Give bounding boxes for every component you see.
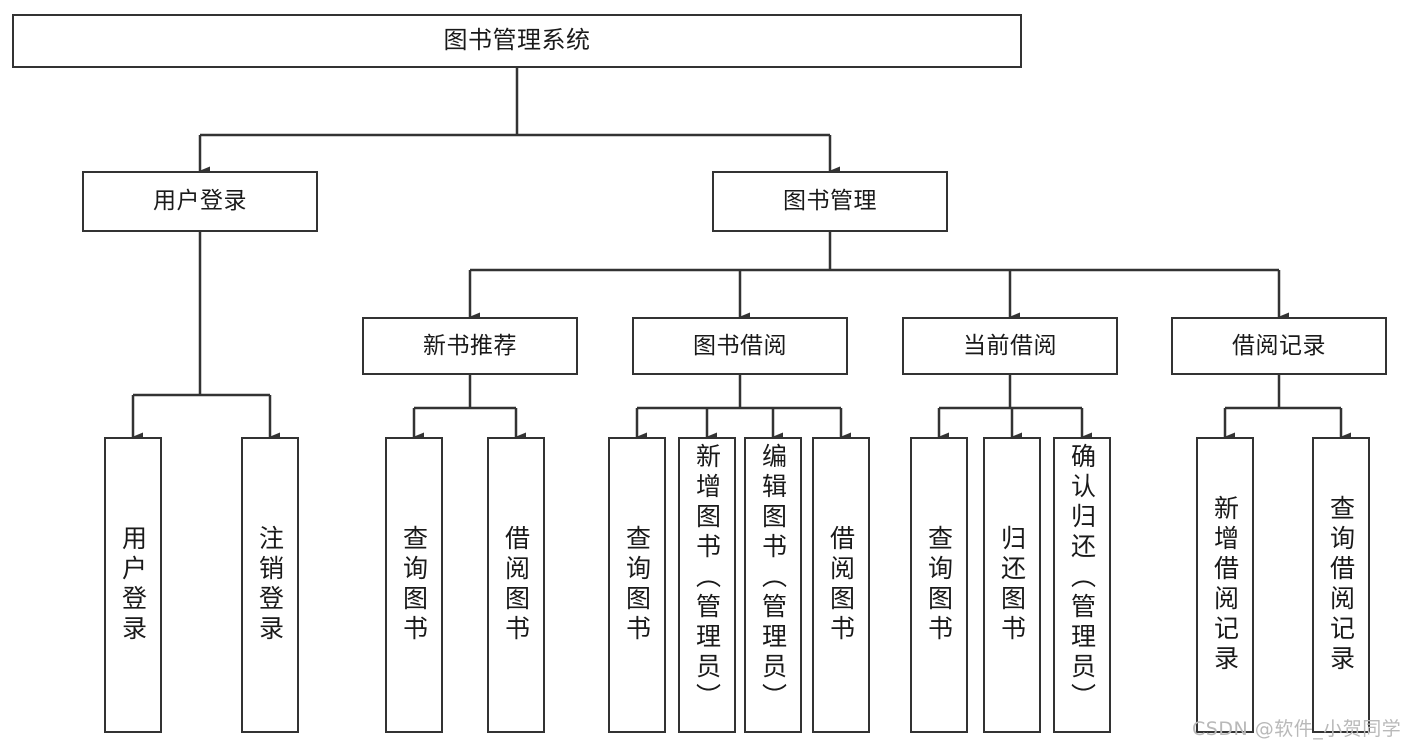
node-label: 查询图书 [622,525,652,645]
node-label: 图书管理系统 [443,26,591,55]
node-leaf-user-login[interactable]: 用户登录 [104,437,162,733]
node-leaf-edit-book[interactable]: 编辑图书（管理员） [744,437,802,733]
node-leaf-borrow-book-1[interactable]: 借阅图书 [487,437,545,733]
node-current-borrow[interactable]: 当前借阅 [902,317,1118,375]
node-label: 归还图书 [997,525,1027,645]
watermark-text: CSDN @软件_小贺同学 [1192,718,1402,740]
node-label: 借阅图书 [826,525,856,645]
node-user-login[interactable]: 用户登录 [82,171,318,232]
node-book-manage[interactable]: 图书管理 [712,171,948,232]
node-label: 图书管理 [783,188,877,215]
node-label: 查询图书 [399,525,429,645]
node-label: 借阅记录 [1232,332,1326,359]
node-leaf-return-book[interactable]: 归还图书 [983,437,1041,733]
node-leaf-add-book[interactable]: 新增图书（管理员） [678,437,736,733]
node-label: 当前借阅 [963,332,1057,359]
node-label: 查询借阅记录 [1326,495,1356,675]
node-label: 新增借阅记录 [1210,495,1240,675]
node-leaf-confirm-return[interactable]: 确认归还（管理员） [1053,437,1111,733]
node-leaf-query-book-2[interactable]: 查询图书 [608,437,666,733]
node-leaf-logout[interactable]: 注销登录 [241,437,299,733]
node-label: 注销登录 [255,525,285,645]
node-root[interactable]: 图书管理系统 [12,14,1022,68]
node-leaf-query-book-1[interactable]: 查询图书 [385,437,443,733]
node-label: 查询图书 [924,525,954,645]
node-borrow-record[interactable]: 借阅记录 [1171,317,1387,375]
node-label: 借阅图书 [501,525,531,645]
node-label: 确认归还（管理员） [1067,443,1097,713]
node-leaf-query-book-3[interactable]: 查询图书 [910,437,968,733]
node-label: 新增图书（管理员） [692,443,722,713]
node-leaf-add-record[interactable]: 新增借阅记录 [1196,437,1254,733]
node-leaf-borrow-book-2[interactable]: 借阅图书 [812,437,870,733]
node-new-book-rec[interactable]: 新书推荐 [362,317,578,375]
node-book-borrow[interactable]: 图书借阅 [632,317,848,375]
node-label: 新书推荐 [423,332,517,359]
node-leaf-query-record[interactable]: 查询借阅记录 [1312,437,1370,733]
edge-paths [131,68,1351,442]
node-label: 图书借阅 [693,332,787,359]
node-label: 用户登录 [153,188,247,215]
node-label: 用户登录 [118,525,148,645]
node-label: 编辑图书（管理员） [758,443,788,713]
